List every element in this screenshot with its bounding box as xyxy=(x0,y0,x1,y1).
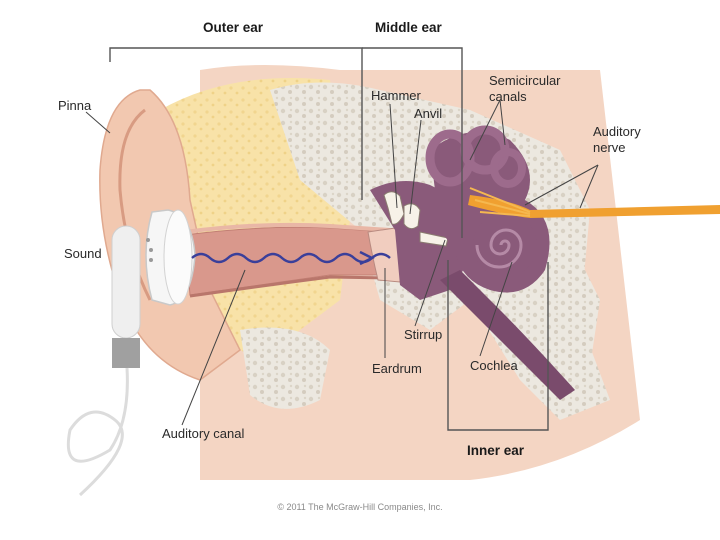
earbud-stem xyxy=(111,225,141,339)
copyright-notice: © 2011 The McGraw-Hill Companies, Inc. xyxy=(277,502,443,512)
outer-ear-bracket xyxy=(109,47,363,200)
anvil-label: Anvil xyxy=(414,106,443,121)
pinna-label: Pinna xyxy=(58,98,92,113)
eustachian-tube xyxy=(440,270,575,400)
inner-ear-bracket xyxy=(447,260,549,431)
earbud-stem-band xyxy=(112,338,140,368)
sound-wave xyxy=(191,252,391,264)
earbud-cable xyxy=(66,367,129,497)
hammer-label: Hammer xyxy=(371,88,421,103)
canal-wall-top xyxy=(184,222,391,234)
auditory-canal-label: Auditory canal xyxy=(162,426,245,441)
auditory-nerve-label-1: Auditory xyxy=(593,124,641,139)
earbud-cap xyxy=(163,209,193,305)
cochlea-shape xyxy=(473,213,537,277)
leader-lines xyxy=(85,99,599,426)
semicircular-canals-label-1: Semicircular xyxy=(489,73,561,88)
lower-bone xyxy=(240,327,330,409)
eardrum-label: Eardrum xyxy=(372,361,422,376)
sound-label: Sound xyxy=(64,246,102,261)
canal-loop-3 xyxy=(490,148,526,188)
canal-wall-bottom xyxy=(189,275,393,298)
stirrup-label: Stirrup xyxy=(404,327,443,342)
middle-ear-bracket xyxy=(362,47,463,238)
earbud-vent xyxy=(146,238,150,242)
stirrup-shape xyxy=(419,231,449,247)
anvil-shape xyxy=(403,203,421,230)
inner-ear-label: Inner ear xyxy=(467,443,525,458)
cochlea-spiral xyxy=(475,228,523,269)
nerve-fibers xyxy=(469,187,531,217)
auditory-nerve-label-2: nerve xyxy=(593,140,626,155)
semicircular-canals-label-2: canals xyxy=(489,89,527,104)
middle-ear-label: Middle ear xyxy=(375,20,442,35)
outer-ear-label: Outer ear xyxy=(203,20,264,35)
auditory-nerve-shape xyxy=(468,195,720,218)
cochlea-label: Cochlea xyxy=(470,358,518,373)
sound-wave-arrow xyxy=(359,250,375,266)
